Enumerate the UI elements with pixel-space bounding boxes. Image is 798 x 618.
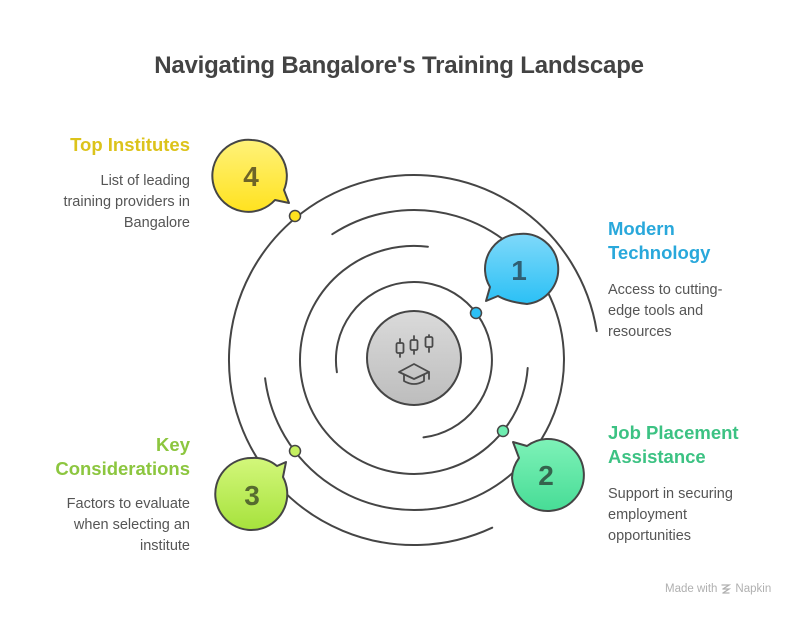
svg-text:2: 2 [538,460,554,491]
orbit-ring-4 [227,174,598,547]
item-4-title: Top Institutes [70,134,190,155]
badge-3: 3 [214,456,289,531]
badge-2: 2 [511,437,585,512]
connector-dot-1 [469,306,483,320]
orbit-ring-1 [334,281,493,439]
center-hub [366,310,462,406]
napkin-logo-icon [721,584,732,594]
orbit-ring-3 [264,209,565,511]
page-title: Navigating Bangalore's Training Landscap… [154,52,644,79]
svg-text:4: 4 [243,161,259,192]
connector-dot-2 [496,424,510,438]
orbit-ring-2 [298,245,529,475]
candlestick-graduation-cap-icon [395,334,434,385]
badge-4: 4 [211,138,290,213]
svg-text:3: 3 [244,480,260,511]
made-with-napkin-footer: Made with Napkin [665,583,771,595]
made-with-label: Made with [665,583,718,595]
connector-dot-4 [288,209,302,223]
badge-1: 1 [484,232,560,305]
svg-text:1: 1 [511,255,527,286]
connector-dot-3 [288,444,302,458]
napkin-brand-label: Napkin [735,583,772,595]
